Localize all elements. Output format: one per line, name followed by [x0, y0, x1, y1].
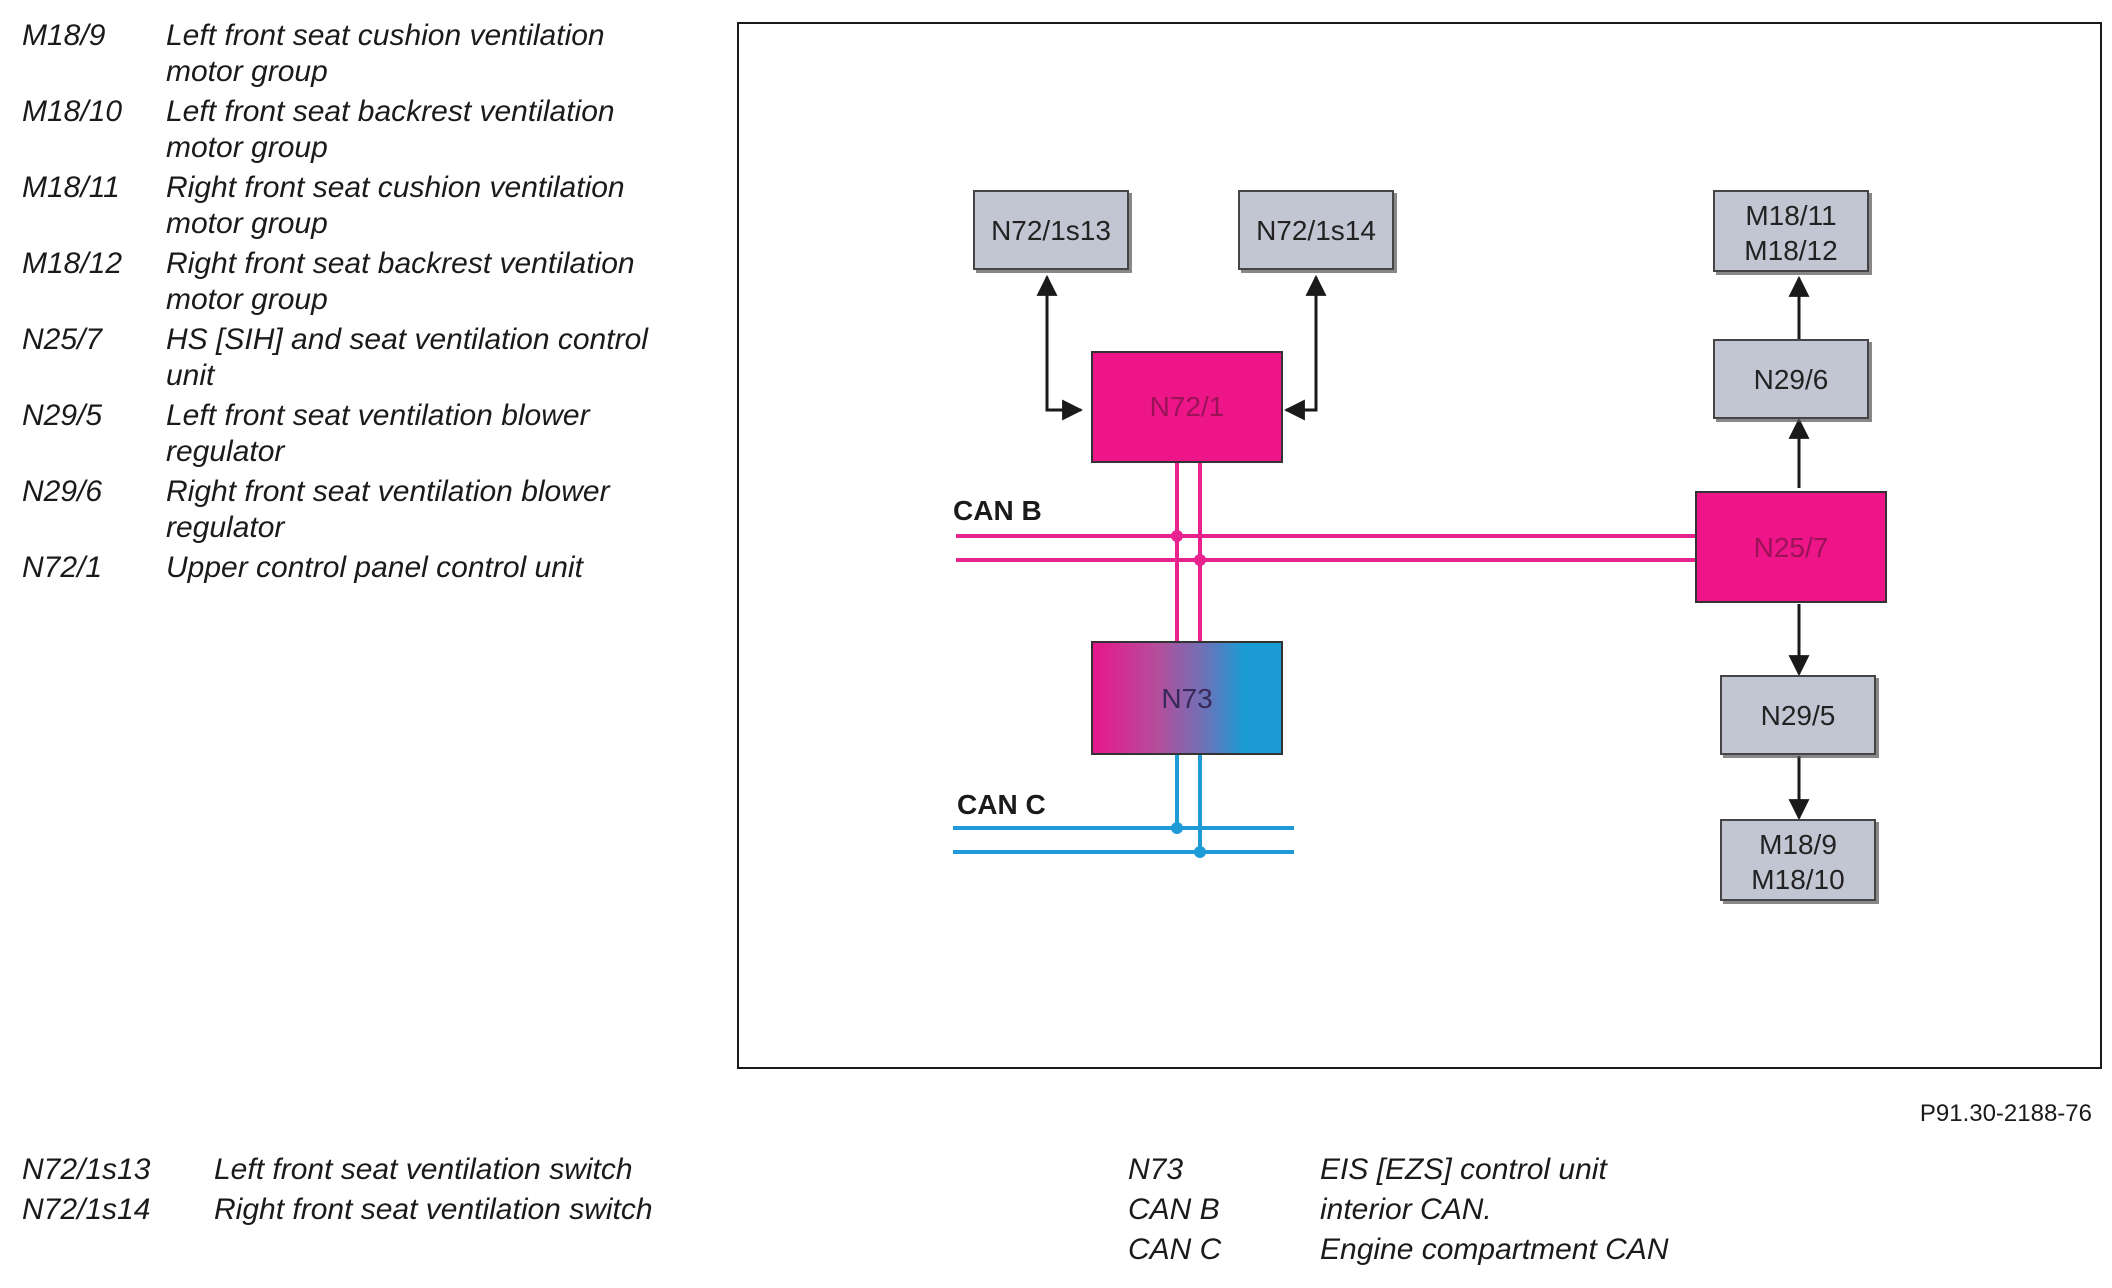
legend-code: N72/1s13: [22, 1153, 151, 1186]
block-diagram: CAN B CAN C N72/1s13 N72/1s14 M18/11 M18…: [953, 190, 1887, 901]
legend-bottom-left: N72/1s13 Left front seat ventilation swit…: [22, 1152, 922, 1232]
box-m18-9-m18-10: M18/9 M18/10: [1720, 819, 1876, 901]
legend-code: N72/1: [22, 551, 103, 584]
legend-code: M18/12: [22, 247, 123, 280]
legend-bottom-right: N73 EIS [EZS] control unit CAN B interior …: [1128, 1152, 2028, 1272]
box-label: N25/7: [1754, 532, 1829, 563]
box-label: N29/6: [1754, 364, 1829, 395]
box-n25-7: N25/7: [1695, 491, 1887, 603]
legend-desc: Upper control panel control unit: [166, 551, 583, 584]
box-label: M18/10: [1751, 864, 1844, 895]
legend-desc: interior CAN.: [1320, 1193, 1492, 1226]
box-n29-6: N29/6: [1713, 339, 1869, 419]
legend-desc: Left front seat cushion ventilation moto…: [166, 19, 605, 88]
legend-desc: HS [SIH] and seat ventilation control un…: [166, 323, 648, 392]
diagram-frame: CAN B CAN C N72/1s13 N72/1s14 M18/11 M18…: [737, 22, 2102, 1069]
legend-row: N73 EIS [EZS] control unit: [1128, 1152, 2028, 1188]
legend-row: M18/12 Right front seat backrest ventilat…: [22, 246, 702, 318]
n72-1s14-connector: [1283, 274, 1327, 421]
legend-row: N72/1s13 Left front seat ventilation swit…: [22, 1152, 922, 1188]
junction-dot: [1194, 554, 1206, 566]
n72-1s13-connector: [1036, 274, 1084, 421]
legend-row: CAN B interior CAN.: [1128, 1192, 2028, 1228]
can-b-label: CAN B: [953, 495, 1042, 526]
box-label: N72/1s14: [1256, 215, 1376, 246]
legend-row: N29/6 Right front seat ventilation blower…: [22, 474, 702, 546]
box-n73: N73: [1091, 641, 1283, 755]
legend-row: M18/11 Right front seat cushion ventilati…: [22, 170, 702, 242]
legend-desc: Left front seat backrest ventilation mot…: [166, 95, 615, 164]
legend-top: M18/9 Left front seat cushion ventilation…: [22, 18, 702, 590]
legend-desc: Left front seat ventilation blower regul…: [166, 399, 590, 468]
legend-row: M18/9 Left front seat cushion ventilation…: [22, 18, 702, 90]
box-n29-5: N29/5: [1720, 675, 1876, 755]
legend-desc: Right front seat ventilation switch: [214, 1193, 653, 1226]
legend-code: N72/1s14: [22, 1193, 151, 1226]
legend-code: N73: [1128, 1153, 1184, 1186]
legend-row: M18/10 Left front seat backrest ventilati…: [22, 94, 702, 166]
box-n72-1: N72/1: [1091, 351, 1283, 463]
legend-code: N29/5: [22, 399, 103, 432]
box-label: M18/12: [1744, 235, 1837, 266]
box-n72-1s14: N72/1s14: [1238, 190, 1394, 270]
can-c-label: CAN C: [957, 789, 1046, 820]
box-label: N72/1s13: [991, 215, 1111, 246]
junction-dot: [1171, 822, 1183, 834]
box-label: N29/5: [1761, 700, 1836, 731]
legend-code: N29/6: [22, 475, 103, 508]
legend-desc: Left front seat ventilation switch: [214, 1153, 633, 1186]
legend-row: N29/5 Left front seat ventilation blower …: [22, 398, 702, 470]
legend-code: M18/11: [22, 171, 120, 204]
legend-code: N25/7: [22, 323, 103, 356]
legend-row: CAN C Engine compartment CAN: [1128, 1232, 2028, 1268]
legend-row: N72/1s14 Right front seat ventilation swi…: [22, 1192, 922, 1228]
legend-code: CAN C: [1128, 1233, 1222, 1266]
legend-code: M18/10: [22, 95, 123, 128]
junction-dot: [1194, 846, 1206, 858]
legend-row: N25/7 HS [SIH] and seat ventilation contr…: [22, 322, 702, 394]
legend-desc: Right front seat cushion ventilation mot…: [166, 171, 625, 240]
legend-code: CAN B: [1128, 1193, 1220, 1226]
legend-row: N72/1 Upper control panel control unit: [22, 550, 702, 586]
box-label: N72/1: [1150, 391, 1225, 422]
figure-reference: P91.30-2188-76: [1919, 1100, 2092, 1127]
box-n72-1s13: N72/1s13: [973, 190, 1129, 270]
legend-desc: Right front seat ventilation blower regu…: [166, 475, 610, 544]
legend-desc: EIS [EZS] control unit: [1320, 1153, 1607, 1186]
legend-code: M18/9: [22, 19, 106, 52]
junction-dot: [1171, 530, 1183, 542]
legend-desc: Right front seat backrest ventilation mo…: [166, 247, 635, 316]
box-label: M18/9: [1759, 829, 1837, 860]
box-m18-11-m18-12: M18/11 M18/12: [1713, 190, 1869, 272]
box-label: M18/11: [1745, 200, 1836, 231]
box-label: N73: [1161, 683, 1212, 714]
legend-desc: Engine compartment CAN: [1320, 1233, 1669, 1266]
